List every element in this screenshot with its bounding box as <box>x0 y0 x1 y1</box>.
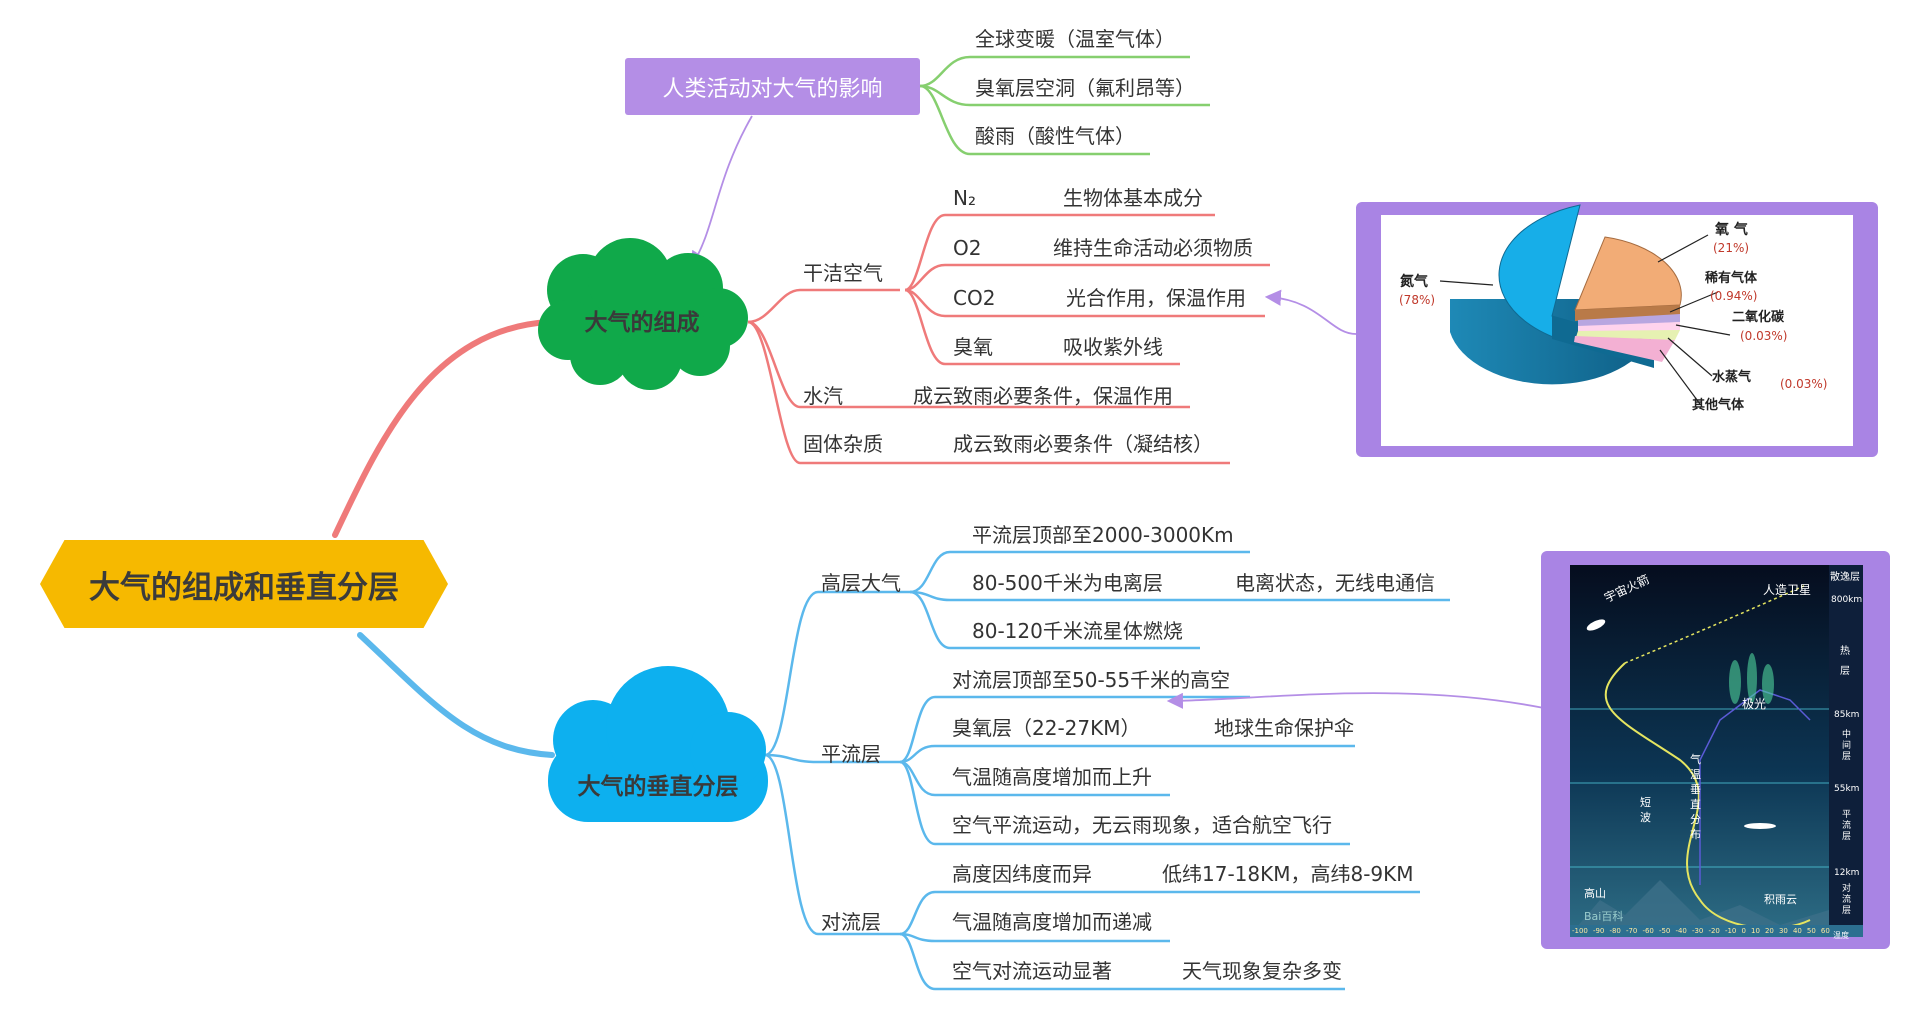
temperature-tick: -80 <box>1609 927 1621 935</box>
water-vapor-node[interactable]: 水汽 <box>803 384 843 408</box>
layers-label-temp-axis: 温度 <box>1833 931 1849 940</box>
upper-atmosphere-node[interactable]: 高层大气 <box>821 571 901 595</box>
layers-label-12km: 12km <box>1834 868 1860 878</box>
layers-label-watermark: Bai百科 <box>1584 910 1624 923</box>
temperature-tick: -90 <box>1592 927 1605 935</box>
temperature-tick: -50 <box>1658 927 1671 935</box>
layers-label-shortwave: 短波 <box>1640 796 1651 824</box>
temperature-tick: 60 <box>1820 927 1830 935</box>
pie-label-water-other-pct: (0.03%) <box>1780 377 1828 391</box>
water-vapor-desc[interactable]: 成云致雨必要条件，保温作用 <box>913 384 1173 408</box>
pie-chart-image <box>1356 202 1878 457</box>
human-impact-item-warming[interactable]: 全球变暖（温室气体） <box>975 27 1175 51</box>
strato-item-ozone[interactable]: 臭氧层（22-27KM） <box>952 716 1141 740</box>
pie-label-o2-pct: (21%) <box>1713 241 1750 255</box>
temperature-tick: 0 <box>1741 927 1746 935</box>
strato-item-flow[interactable]: 空气平流运动，无云雨现象，适合航空飞行 <box>952 813 1332 837</box>
root-node[interactable]: 大气的组成和垂直分层 <box>40 540 448 628</box>
solid-impurity-node[interactable]: 固体杂质 <box>803 432 883 456</box>
dry-air-co2-name[interactable]: CO2 <box>953 286 996 310</box>
layers-label-strato: 平流层 <box>1842 810 1852 842</box>
layers-label-55km: 55km <box>1834 784 1860 794</box>
temperature-tick: -40 <box>1675 927 1687 935</box>
temperature-tick: -70 <box>1625 927 1638 935</box>
strato-item-range[interactable]: 对流层顶部至50-55千米的高空 <box>952 668 1231 692</box>
temperature-tick: -20 <box>1708 927 1720 935</box>
temperature-tick: 40 <box>1792 927 1802 935</box>
temperature-tick: 30 <box>1778 927 1788 935</box>
layers-label-tropo: 对流层 <box>1842 884 1852 916</box>
layers-label-meso: 中间层 <box>1842 730 1852 762</box>
pie-label-n2-pct: (78%) <box>1399 293 1436 307</box>
human-impact-item-ozone[interactable]: 臭氧层空洞（氟利昂等） <box>975 76 1195 100</box>
upper-item-top[interactable]: 平流层顶部至2000-3000Km <box>972 523 1234 547</box>
temperature-tick: -30 <box>1691 927 1704 935</box>
temperature-tick: 20 <box>1764 927 1774 935</box>
tropo-item-height[interactable]: 高度因纬度而异 <box>952 862 1092 886</box>
atmosphere-layers-image <box>1541 551 1890 949</box>
vertical-title: 大气的垂直分层 <box>577 774 739 800</box>
pie-label-co2: 二氧化碳 <box>1732 310 1785 325</box>
pie-label-rare-pct: (0.94%) <box>1710 289 1758 303</box>
composition-title: 大气的组成 <box>584 310 700 336</box>
pie-label-other: 其他气体 <box>1692 398 1745 413</box>
pie-label-n2: 氮气 <box>1400 274 1428 290</box>
pie-label-water: 水蒸气 <box>1712 370 1752 385</box>
pie-label-o2: 氧 气 <box>1715 222 1748 238</box>
dry-air-n2-name[interactable]: N₂ <box>953 186 976 210</box>
layers-label-aurora: 极光 <box>1742 697 1767 711</box>
tropo-item-convection[interactable]: 空气对流运动显著 <box>952 959 1112 983</box>
human-impact-item-acid-rain[interactable]: 酸雨（酸性气体） <box>975 124 1135 148</box>
strato-item-temperature[interactable]: 气温随高度增加而上升 <box>952 765 1152 789</box>
dry-air-ozone-name[interactable]: 臭氧 <box>953 335 993 359</box>
layers-label-rain-cloud: 积雨云 <box>1764 893 1797 906</box>
composition-cloud[interactable] <box>538 238 748 390</box>
pie-label-co2-pct: (0.03%) <box>1740 329 1788 343</box>
pie-label-rare: 稀有气体 <box>1705 271 1758 286</box>
stratosphere-node[interactable]: 平流层 <box>821 742 881 766</box>
temperature-tick: -60 <box>1642 927 1654 935</box>
layers-label-exosphere: 散逸层 <box>1830 572 1860 583</box>
vertical-cloud[interactable] <box>548 666 768 822</box>
dry-air-co2-desc[interactable]: 光合作用，保温作用 <box>1066 286 1246 310</box>
solid-impurity-desc[interactable]: 成云致雨必要条件（凝结核） <box>953 432 1213 456</box>
layers-label-temp-curve: 气温垂直分布 <box>1690 753 1701 841</box>
temperature-tick: -10 <box>1724 927 1737 935</box>
strato-ozone-note[interactable]: 地球生命保护伞 <box>1214 716 1354 740</box>
dry-air-o2-desc[interactable]: 维持生命活动必须物质 <box>1053 236 1253 260</box>
tropo-height-note[interactable]: 低纬17-18KM，高纬8-9KM <box>1162 862 1414 886</box>
dry-air-ozone-desc[interactable]: 吸收紫外线 <box>1063 335 1163 359</box>
human-impact-node[interactable]: 人类活动对大气的影响 <box>625 58 920 115</box>
temperature-tick: -100 <box>1572 927 1588 935</box>
layers-label-satellite: 人造卫星 <box>1763 583 1812 597</box>
layers-label-mountain: 高山 <box>1584 887 1606 900</box>
layers-label-thermo2: 层 <box>1840 666 1850 677</box>
temperature-tick: 10 <box>1750 927 1760 935</box>
layers-label-800km: 800km <box>1831 595 1863 605</box>
troposphere-node[interactable]: 对流层 <box>821 910 881 934</box>
upper-ionosphere-note[interactable]: 电离状态，无线电通信 <box>1235 571 1435 595</box>
temperature-tick: 50 <box>1806 927 1816 935</box>
tropo-weather-note[interactable]: 天气现象复杂多变 <box>1182 959 1342 983</box>
tropo-item-temperature[interactable]: 气温随高度增加而递减 <box>952 910 1152 934</box>
dry-air-n2-desc[interactable]: 生物体基本成分 <box>1063 186 1203 210</box>
dry-air-o2-name[interactable]: O2 <box>953 236 982 260</box>
layers-label-thermo: 热 <box>1840 646 1850 657</box>
layers-label-85km: 85km <box>1834 710 1860 720</box>
upper-item-meteor[interactable]: 80-120千米流星体燃烧 <box>972 619 1183 643</box>
dry-air-node[interactable]: 干洁空气 <box>803 261 883 285</box>
upper-item-ionosphere[interactable]: 80-500千米为电离层 <box>972 571 1163 595</box>
